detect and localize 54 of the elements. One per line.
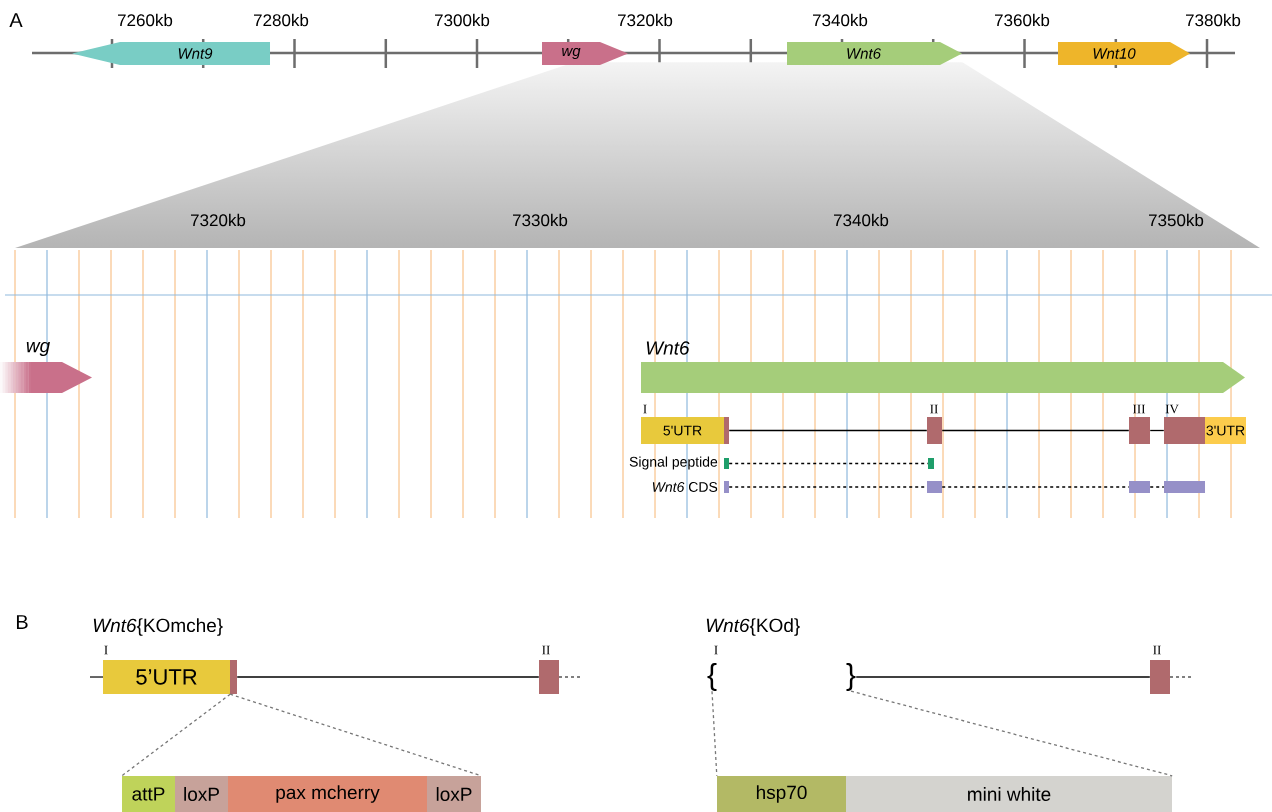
axis-label: 7280kb — [254, 13, 309, 27]
insert-segment: attP — [122, 776, 175, 812]
leader-line — [850, 690, 1173, 777]
node-label: Wnt6 — [646, 341, 690, 355]
insert-segment: hsp70 — [717, 776, 846, 812]
allele-title: Wnt6{KOd} — [706, 618, 800, 636]
exon-number: II — [1153, 645, 1161, 655]
bracket-symbol: { — [707, 663, 717, 691]
intron-line — [1149, 429, 1165, 432]
exon-number: II — [930, 404, 938, 414]
axis-label: 7350kb — [1149, 213, 1204, 227]
cds-segment — [927, 481, 942, 493]
exon-number: I — [643, 404, 647, 414]
axis-label: 7380kb — [1186, 13, 1241, 27]
intron-line — [855, 676, 1151, 678]
intron-line — [728, 429, 928, 432]
insert-segment: loxP — [427, 776, 481, 812]
signal-peptide-segment — [928, 458, 934, 469]
panel-letter: A — [9, 13, 23, 27]
leader-line — [121, 693, 231, 777]
utr-box: 3'UTR — [1205, 417, 1246, 444]
exon-number: III — [1133, 404, 1146, 414]
allele-title: Wnt6{KOmche} — [93, 618, 223, 636]
axis-label: 7340kb — [834, 213, 889, 227]
exon-number: I — [104, 645, 108, 655]
insert-segment: loxP — [175, 776, 228, 812]
insert-segment: mini white — [846, 776, 1172, 812]
exon-number: II — [542, 645, 550, 655]
intron-line — [941, 429, 1130, 432]
leader-line — [229, 693, 482, 777]
exon-number: I — [714, 645, 718, 655]
axis-label: 7330kb — [513, 213, 568, 227]
axis-label: 7300kb — [435, 13, 490, 27]
intron-line — [236, 676, 540, 678]
cds-segment — [724, 481, 729, 493]
panel-letter: B — [17, 615, 28, 629]
axis-label: 7360kb — [995, 13, 1050, 27]
dashed-line — [941, 486, 1130, 488]
track-label: Signal peptide — [629, 456, 718, 470]
dashed-line — [1149, 486, 1165, 488]
insert-segment: pax mcherry — [228, 776, 427, 812]
axis-label: 7320kb — [191, 213, 246, 227]
exon-number: IV — [1165, 404, 1179, 414]
cds-segment — [1164, 481, 1205, 493]
leader-line — [711, 690, 718, 777]
dashed-line — [728, 462, 929, 465]
utr-box: 5’UTR — [103, 660, 237, 694]
track-label: Wnt6 CDS — [652, 482, 718, 492]
node-label: wg — [26, 341, 50, 357]
signal-peptide-segment — [724, 458, 729, 469]
utr-box: 5'UTR — [641, 417, 729, 444]
bracket-symbol: } — [846, 663, 856, 691]
axis-label: 7320kb — [618, 13, 673, 27]
cds-segment — [1129, 481, 1150, 493]
